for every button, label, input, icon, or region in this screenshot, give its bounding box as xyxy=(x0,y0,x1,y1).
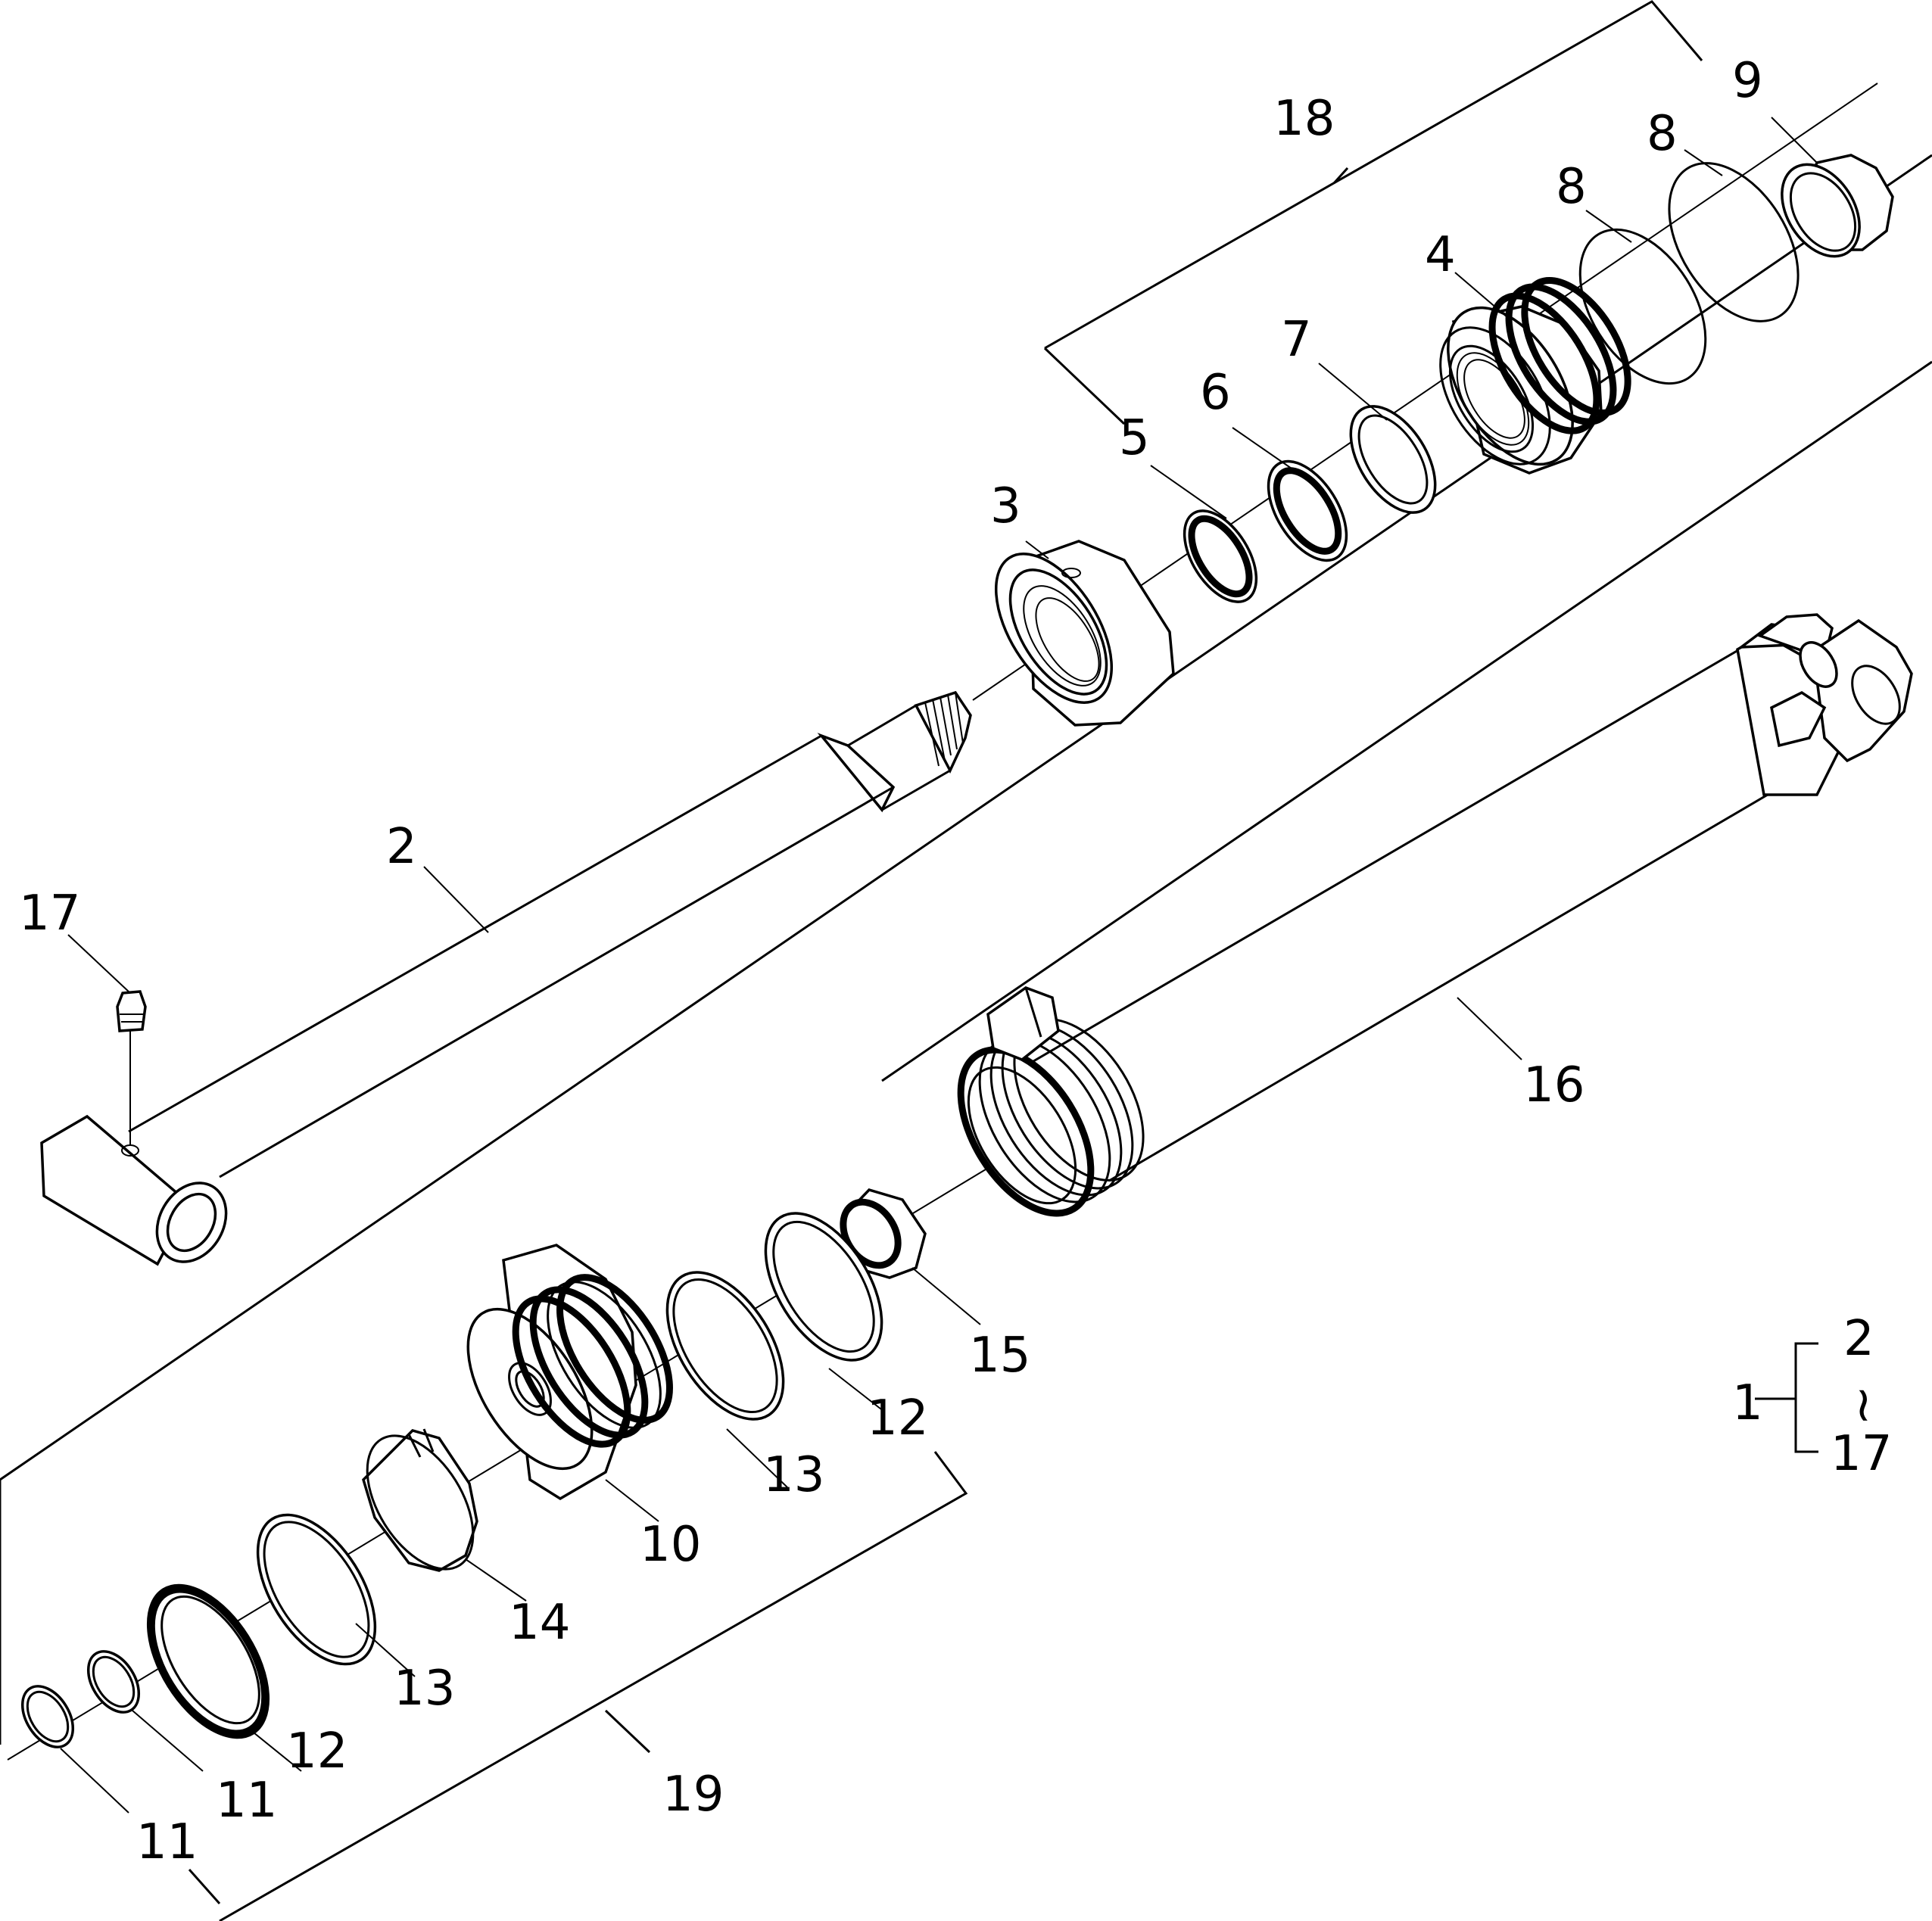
callout-12b: 12 xyxy=(286,1723,347,1779)
piston-rod xyxy=(40,690,972,1266)
callout-13b: 13 xyxy=(394,1661,455,1717)
o-ring-11b xyxy=(86,1650,141,1714)
assembly-frame xyxy=(0,154,1932,1745)
callout-7: 7 xyxy=(1281,312,1312,368)
callout-6: 6 xyxy=(1200,365,1231,421)
callout-12a: 12 xyxy=(867,1390,928,1446)
rod-gland xyxy=(1439,276,1631,475)
callout-17: 17 xyxy=(19,886,80,942)
backup-ring-13b xyxy=(256,1513,377,1666)
gland-grooves xyxy=(1488,276,1631,434)
callout-8a: 8 xyxy=(1556,159,1587,215)
callout-4: 4 xyxy=(1425,227,1456,283)
backup-ring xyxy=(1349,405,1437,514)
legend-from: 2 xyxy=(1843,1311,1874,1367)
callout-2: 2 xyxy=(386,819,417,875)
callout-5: 5 xyxy=(1119,410,1150,466)
o-ring-8b xyxy=(1668,162,1800,322)
kit-bracket-19 xyxy=(188,1451,968,1921)
dust-wiper xyxy=(1781,154,1894,258)
grease-fitting xyxy=(116,990,147,1144)
legend-tilde: ~ xyxy=(1836,1385,1892,1426)
callout-13a: 13 xyxy=(763,1447,824,1503)
callout-8b: 8 xyxy=(1647,106,1678,162)
callout-15: 15 xyxy=(969,1328,1030,1384)
o-ring-11a xyxy=(20,1685,75,1748)
split-ring xyxy=(362,1428,478,1572)
piston-grooves xyxy=(512,1274,673,1448)
callout-16: 16 xyxy=(1523,1057,1585,1113)
assembly-legend: 1 2 ~ 17 xyxy=(1732,1311,1892,1482)
callout-14: 14 xyxy=(509,1595,570,1651)
gland-nut xyxy=(994,540,1175,727)
rod-seal xyxy=(1183,509,1258,603)
wear-ring-12a xyxy=(764,1212,883,1362)
cylinder-tube xyxy=(957,613,1913,1217)
callout-11b: 11 xyxy=(216,1773,277,1829)
piston xyxy=(466,1244,673,1501)
kit-bracket-18 xyxy=(1043,0,1703,425)
u-packing xyxy=(1267,459,1348,562)
callout-18: 18 xyxy=(1273,91,1335,147)
legend-assembly: 1 xyxy=(1732,1375,1763,1431)
callout-10: 10 xyxy=(640,1517,701,1573)
callout-19: 19 xyxy=(662,1767,724,1823)
leader-lines xyxy=(60,117,1818,1814)
backup-ring-13a xyxy=(665,1271,785,1421)
callout-11a: 11 xyxy=(136,1814,198,1870)
rod-thread xyxy=(924,692,964,767)
callouts: 17 2 3 5 6 7 4 8 8 9 18 16 15 12 13 10 1… xyxy=(19,53,1763,1870)
o-ring-8a xyxy=(1578,228,1707,385)
callout-9: 9 xyxy=(1732,53,1763,109)
callout-3: 3 xyxy=(990,478,1021,534)
legend-to: 17 xyxy=(1831,1426,1892,1482)
